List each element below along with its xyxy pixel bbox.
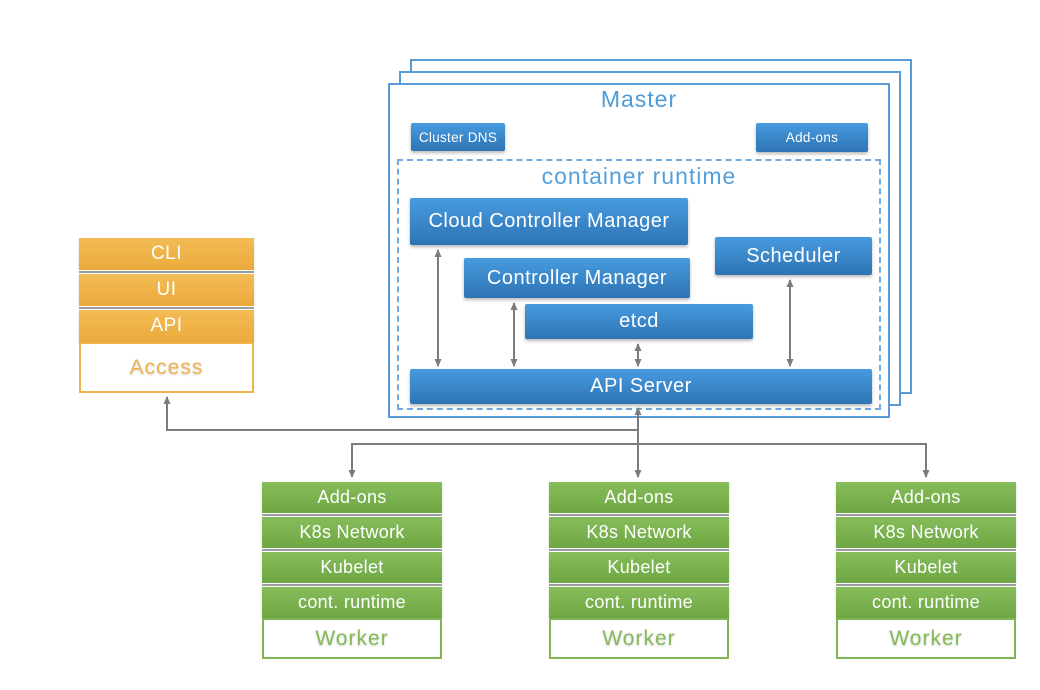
cluster-dns-badge: Cluster DNS: [411, 123, 505, 151]
worker-row-k8s-network: K8s Network: [549, 517, 729, 548]
worker-row-k8s-network: K8s Network: [836, 517, 1016, 548]
worker-row-cont-runtime: cont. runtime: [262, 587, 442, 618]
worker-row-kubelet: Kubelet: [262, 552, 442, 583]
worker-row-cont-runtime: cont. runtime: [549, 587, 729, 618]
row-separator: [262, 548, 442, 552]
row-separator: [549, 583, 729, 587]
worker-node-2: Add-ons K8s Network Kubelet cont. runtim…: [549, 482, 729, 659]
cloud-controller-manager-box: Cloud Controller Manager: [410, 198, 688, 245]
etcd-box: etcd: [525, 304, 753, 339]
worker-row-cont-runtime: cont. runtime: [836, 587, 1016, 618]
worker-label: Worker: [549, 618, 729, 659]
worker-row-kubelet: Kubelet: [549, 552, 729, 583]
access-stack: CLI UI API Access: [79, 238, 254, 393]
row-separator: [262, 583, 442, 587]
container-runtime-title: container runtime: [541, 163, 737, 189]
worker-row-add-ons: Add-ons: [262, 482, 442, 513]
worker-row-kubelet: Kubelet: [836, 552, 1016, 583]
row-separator: [549, 548, 729, 552]
row-separator: [262, 513, 442, 517]
worker-row-add-ons: Add-ons: [549, 482, 729, 513]
row-separator: [549, 513, 729, 517]
access-row-ui: UI: [79, 274, 254, 306]
scheduler-box: Scheduler: [715, 237, 872, 275]
row-separator: [79, 306, 254, 310]
worker-row-k8s-network: K8s Network: [262, 517, 442, 548]
access-row-api: API: [79, 310, 254, 342]
controller-manager-box: Controller Manager: [464, 258, 690, 298]
worker-node-3: Add-ons K8s Network Kubelet cont. runtim…: [836, 482, 1016, 659]
row-separator: [79, 270, 254, 274]
worker-label: Worker: [262, 618, 442, 659]
worker-row-add-ons: Add-ons: [836, 482, 1016, 513]
api-server-box: API Server: [410, 369, 872, 404]
worker-label: Worker: [836, 618, 1016, 659]
master-title: Master: [600, 86, 678, 112]
row-separator: [836, 513, 1016, 517]
arrow-api-workers: [348, 443, 930, 478]
access-label: Access: [79, 342, 254, 393]
row-separator: [836, 548, 1016, 552]
row-separator: [836, 583, 1016, 587]
access-row-cli: CLI: [79, 238, 254, 270]
worker-node-1: Add-ons K8s Network Kubelet cont. runtim…: [262, 482, 442, 659]
master-add-ons-badge: Add-ons: [756, 123, 868, 152]
